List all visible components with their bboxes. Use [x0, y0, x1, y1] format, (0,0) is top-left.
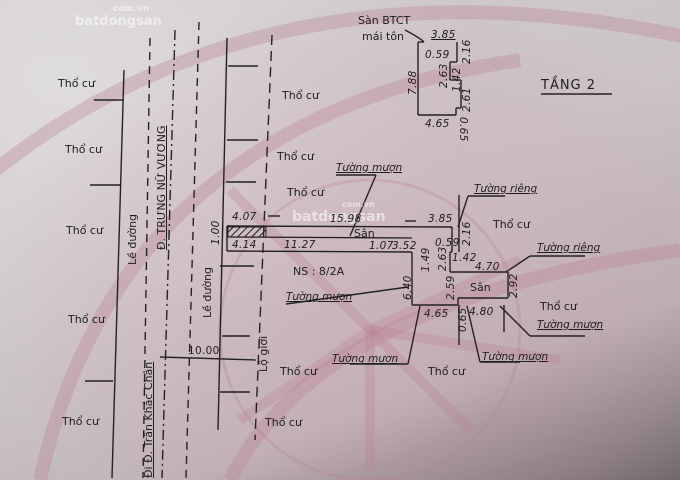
neighbor-residential: Thổ cư	[428, 365, 465, 378]
neighbor-residential: Thổ cư	[277, 150, 314, 163]
inset-dim-065: 0.65	[457, 117, 469, 142]
dim-front-width: 1.00	[210, 220, 222, 245]
dim-inner-107: 1.07	[369, 240, 394, 252]
inset-dim-inner: 0.59	[425, 49, 450, 61]
street-tran-khac-chan: Đi Đ. Trần Khắc Chân	[142, 361, 155, 478]
neighbor-residential: Thổ cư	[282, 89, 319, 102]
dim-inner-059: 0.59	[435, 237, 460, 249]
neighbor-residential: Thổ cư	[62, 415, 99, 428]
setback-width: 10.00	[188, 345, 220, 357]
room-back-yard: Sân	[470, 281, 491, 294]
dim-right-top: 2.16	[461, 221, 473, 246]
neighbor-residential: Thổ cư	[65, 143, 102, 156]
dim-top-right: 3.85	[428, 213, 453, 225]
wall-borrowed-top: Tường mượn	[336, 162, 403, 174]
neighbor-residential: Thổ cư	[287, 186, 324, 199]
neighbor-residential: Thổ cư	[493, 218, 530, 231]
neighbor-residential: Thổ cư	[265, 416, 302, 429]
dim-height-292: 2.92	[508, 273, 520, 298]
dim-width-470: 4.70	[475, 261, 500, 273]
inset-note-slab: Sàn BTCT	[358, 14, 411, 27]
inset-dim-263: 2.63	[438, 63, 450, 88]
dim-width-142: 1.42	[452, 252, 477, 264]
dim-bottom-480: 4.80	[469, 306, 494, 318]
inset-dim-788: 7.88	[407, 70, 419, 95]
inset-dim-bottom: 4.65	[425, 118, 450, 130]
sidewalk-right: Lề đường	[201, 266, 214, 318]
dim-inner-352: 3.52	[392, 240, 417, 252]
dim-bottom-left: 4.14	[232, 239, 257, 251]
neighbor-residential: Thổ cư	[540, 300, 577, 313]
watermark-center: com.vn batdongsan	[292, 200, 386, 225]
sidewalk-left: Lề đường	[126, 213, 139, 265]
inset-dim-261: 2.61	[461, 87, 473, 112]
dim-height-263: 2.63	[437, 246, 449, 271]
dim-height-640: 6.40	[402, 275, 414, 300]
dim-bottom-length: 11.27	[284, 239, 316, 251]
setback-label: Lộ giới	[257, 335, 270, 372]
dim-top-left: 4.07	[232, 211, 257, 223]
wall-borrowed-bottom: Tường mượn	[332, 353, 399, 365]
watermark-top-left: com.vn batdongsan	[75, 4, 162, 29]
dim-bottom-465: 4.65	[424, 308, 449, 320]
inset-note-roof: mái tôn	[362, 30, 405, 43]
wall-private-top: Tường riêng	[474, 183, 538, 195]
street-trung-nu-vuong: Đ. TRƯNG NỮ VƯƠNG	[155, 125, 168, 251]
wall-borrowed-bottom-right: Tường mượn	[482, 351, 549, 363]
wall-private-right: Tường riêng	[537, 242, 601, 254]
hatched-area	[227, 226, 267, 238]
room-yard-corridor: Sân	[354, 227, 375, 240]
inset-dim-top: 3.85	[431, 29, 456, 41]
dim-height-149: 1.49	[420, 247, 432, 272]
neighbor-residential: Thổ cư	[66, 224, 103, 237]
wall-borrowed-left: Tường mượn	[286, 291, 353, 303]
inset-dim-right-top: 2.16	[461, 39, 473, 64]
wall-borrowed-right: Tường mượn	[537, 319, 604, 331]
dim-bottom-065: 0.65	[457, 307, 469, 332]
neighbor-residential: Thổ cư	[68, 313, 105, 326]
dim-height-259: 2.59	[445, 275, 457, 300]
neighbor-residential: Thổ cư	[280, 365, 317, 378]
floor-title: TẦNG 2	[541, 78, 597, 93]
neighbor-residential: Thổ cư	[58, 77, 95, 90]
dim-top-length: 15.98	[330, 213, 362, 225]
plot-number: NS : 8/2A	[293, 265, 345, 278]
